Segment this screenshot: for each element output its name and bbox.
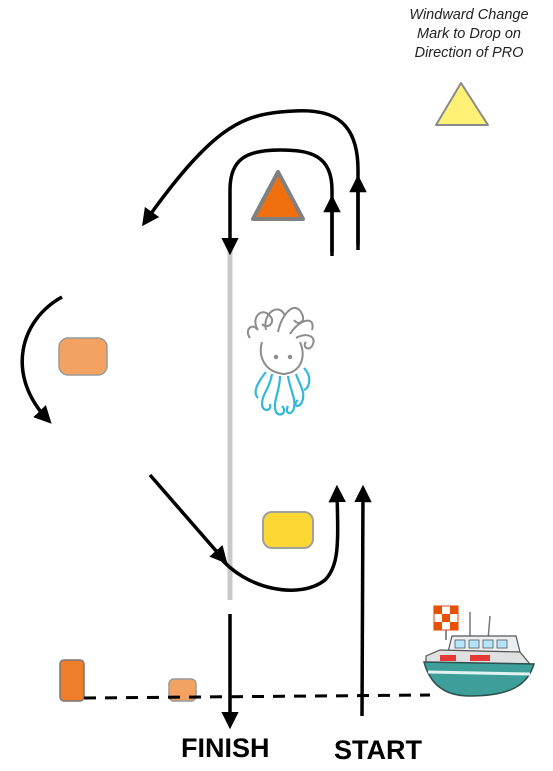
finish-label: FINISH [181,733,270,763]
windward-change-note: Windward Change Mark to Drop on Directio… [385,6,553,63]
note-line-3: Direction of PRO [414,45,524,61]
windward-mark [251,170,305,221]
start-arrow [354,484,372,717]
windward-change-mark [435,82,489,126]
outer-rounding-arrow [141,108,360,250]
inner-rounding-arrow [221,148,334,256]
note-line-1: Windward Change [409,7,529,23]
offset-mark [58,337,108,376]
pin-end-mark [59,659,85,702]
downwind-arrow [148,473,228,564]
leeward-mark [262,511,314,549]
kraken-icon [246,307,315,416]
committee-boat-icon [423,605,536,697]
start-label: START [334,735,422,765]
checkered-flag-icon [433,605,459,640]
offset-rounding-arrow [20,295,63,424]
leeward-rounding-arrow [216,484,346,592]
start-finish-line [83,693,431,700]
finish-mark [168,678,197,702]
note-line-2: Mark to Drop on [417,26,521,42]
